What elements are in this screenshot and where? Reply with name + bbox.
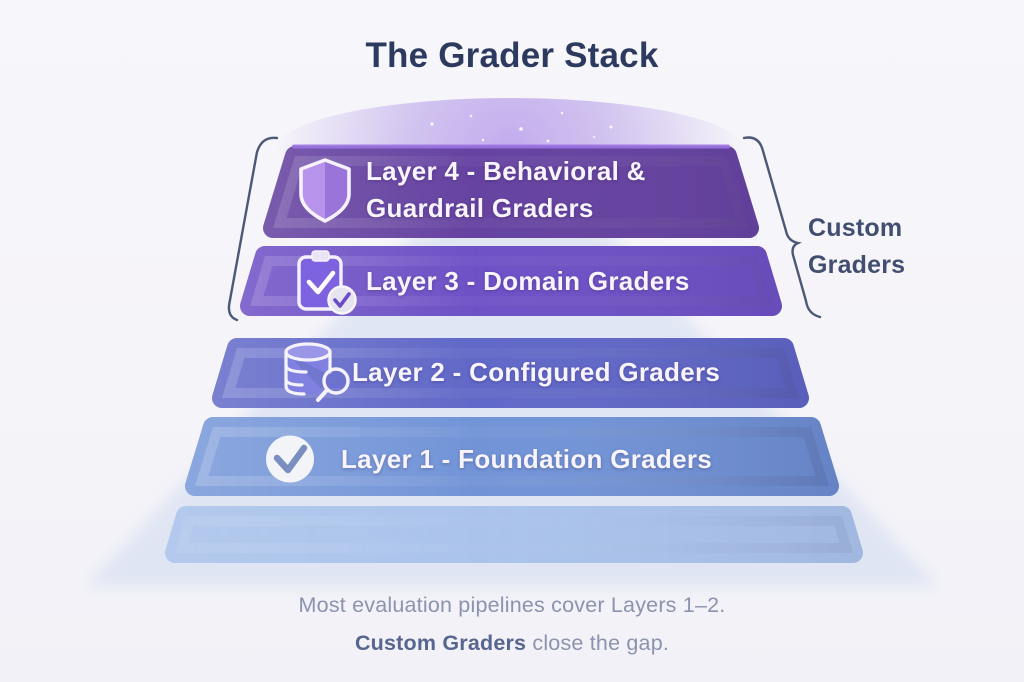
caption-line2: Custom Graders close the gap. xyxy=(0,631,1024,656)
left-bracket xyxy=(227,136,279,322)
database-search-icon xyxy=(284,342,350,402)
shield-icon xyxy=(299,158,351,223)
clipboard-check-icon xyxy=(297,250,357,315)
pyramid-layer-3 xyxy=(240,246,782,316)
layer-4-label-line1: Layer 4 - Behavioral & xyxy=(366,156,646,186)
layer-4-label: Layer 4 - Behavioral & Guardrail Graders xyxy=(366,153,646,227)
pyramid-base-layer xyxy=(165,506,863,563)
pyramid-layer-1 xyxy=(185,417,839,496)
pyramid-layer-2 xyxy=(212,338,809,408)
layer-3-label: Layer 3 - Domain Graders xyxy=(366,266,690,296)
page-title: The Grader Stack xyxy=(365,36,659,75)
sparkles xyxy=(430,111,613,143)
pyramid-layer-4 xyxy=(263,144,759,238)
right-bracket xyxy=(742,136,822,319)
check-circle-icon xyxy=(266,435,314,483)
layer-2-label: Layer 2 - Configured Graders xyxy=(352,357,721,387)
layer-1-label: Layer 1 - Foundation Graders xyxy=(341,444,713,474)
custom-graders-label: Custom Graders xyxy=(808,210,905,284)
caption-line1: Most evaluation pipelines cover Layers 1… xyxy=(298,593,726,617)
caption-bold-text: Custom Graders xyxy=(354,631,527,655)
caption-rest-text: close the gap. xyxy=(526,631,670,655)
custom-graders-label-line1: Custom xyxy=(808,214,903,242)
custom-graders-label-line2: Graders xyxy=(808,251,906,279)
layer-4-label-line2: Guardrail Graders xyxy=(366,193,594,223)
